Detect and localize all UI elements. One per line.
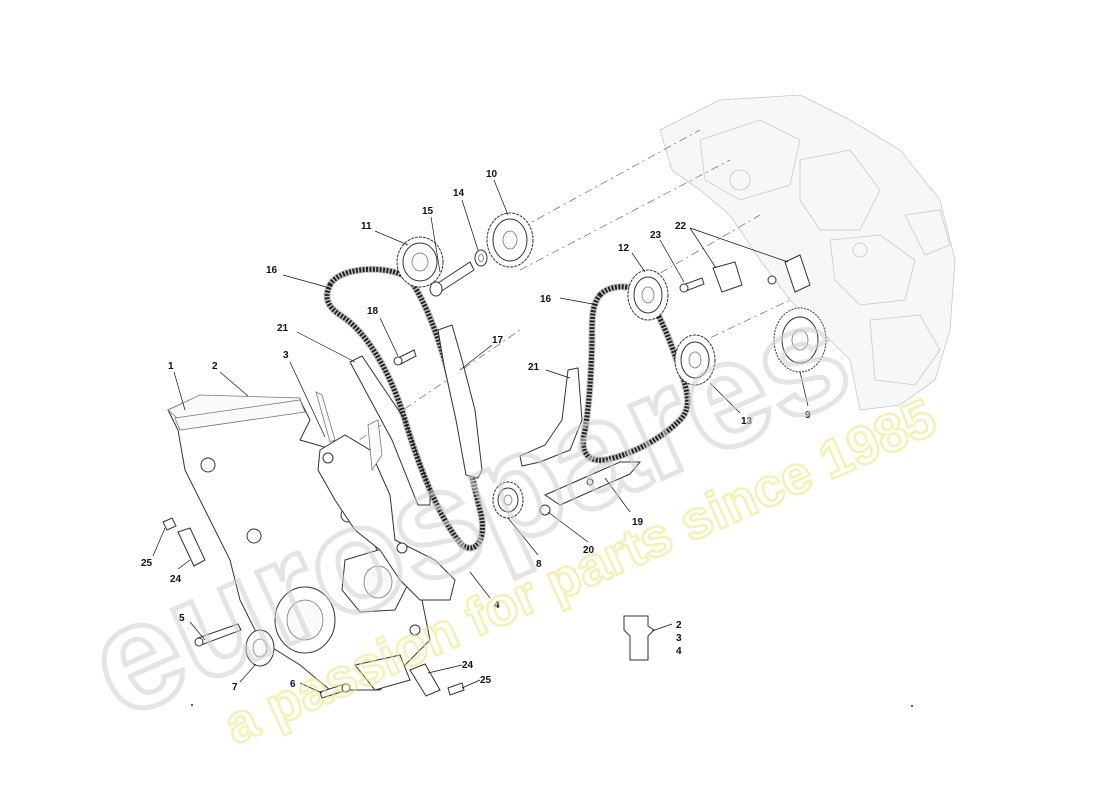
bolt-6 <box>319 683 351 699</box>
callout-13: 13 <box>741 416 753 427</box>
camshaft-sprocket-13 <box>674 334 716 386</box>
bolt-5 <box>194 623 242 647</box>
leader-lines <box>152 179 809 694</box>
callout-25a: 25 <box>141 558 153 569</box>
bolt-25-right <box>447 682 465 696</box>
sensor-22 <box>712 254 811 293</box>
tensioner-arm-19 <box>543 461 642 506</box>
callout-24a: 24 <box>170 574 182 585</box>
camshaft-sprocket-11 <box>396 236 444 288</box>
callout-20: 20 <box>583 545 595 556</box>
callout-25b: 25 <box>480 675 492 686</box>
callout-21a: 21 <box>277 323 289 334</box>
bolt-25-left <box>162 517 177 531</box>
callout-21b: 21 <box>528 362 540 373</box>
callout-16b: 16 <box>540 294 552 305</box>
chain-tensioner-guide <box>437 324 483 479</box>
callout-3: 3 <box>283 350 289 361</box>
callout-15: 15 <box>422 206 434 217</box>
callout-5: 5 <box>179 613 185 624</box>
callout-24b: 24 <box>462 660 474 671</box>
inset-label-3: 3 <box>676 633 682 644</box>
timing-chain-left <box>323 265 486 552</box>
reluctor-wheel-9 <box>773 307 827 373</box>
callout-labels: 1 2 3 4 5 6 7 8 9 10 11 12 13 14 15 16 1… <box>141 169 811 693</box>
callout-10: 10 <box>486 169 498 180</box>
callout-8: 8 <box>536 559 542 570</box>
chain-guide-right <box>519 367 583 467</box>
callout-7: 7 <box>232 682 238 693</box>
callout-19: 19 <box>632 517 644 528</box>
camshaft-sprocket-12 <box>627 269 669 321</box>
registration-marks <box>191 704 913 707</box>
seal-7 <box>245 629 275 667</box>
callout-2: 2 <box>212 361 218 372</box>
chain-guide-left <box>349 355 431 506</box>
callout-22: 22 <box>675 221 687 232</box>
gasket <box>174 399 306 431</box>
inner-housing <box>317 419 456 601</box>
washer-14 <box>474 249 488 267</box>
sprocket-bolt-15 <box>429 261 475 297</box>
gasket-profile-inset <box>623 615 673 661</box>
callout-14: 14 <box>453 188 465 199</box>
callout-23: 23 <box>650 230 662 241</box>
callout-17: 17 <box>492 335 504 346</box>
callout-12: 12 <box>618 243 630 254</box>
callout-9: 9 <box>805 410 811 421</box>
sealing-strip <box>315 391 336 443</box>
bolt-18 <box>393 349 417 366</box>
crankshaft-sprocket-8 <box>492 481 524 519</box>
inset-label-4: 4 <box>676 646 682 657</box>
callout-11: 11 <box>361 221 372 232</box>
bolt-23 <box>679 277 705 293</box>
sensor-24-left <box>177 527 206 567</box>
sensor-24-right <box>409 663 441 697</box>
callout-4: 4 <box>494 600 500 611</box>
bolt-20 <box>539 504 551 516</box>
callout-1: 1 <box>168 361 174 372</box>
callout-18: 18 <box>367 306 379 317</box>
engine-block-ghost <box>659 94 956 411</box>
inset-label-2: 2 <box>676 620 682 631</box>
callout-6: 6 <box>290 679 296 690</box>
callout-16a: 16 <box>266 265 278 276</box>
camshaft-sprocket-10 <box>486 212 534 268</box>
